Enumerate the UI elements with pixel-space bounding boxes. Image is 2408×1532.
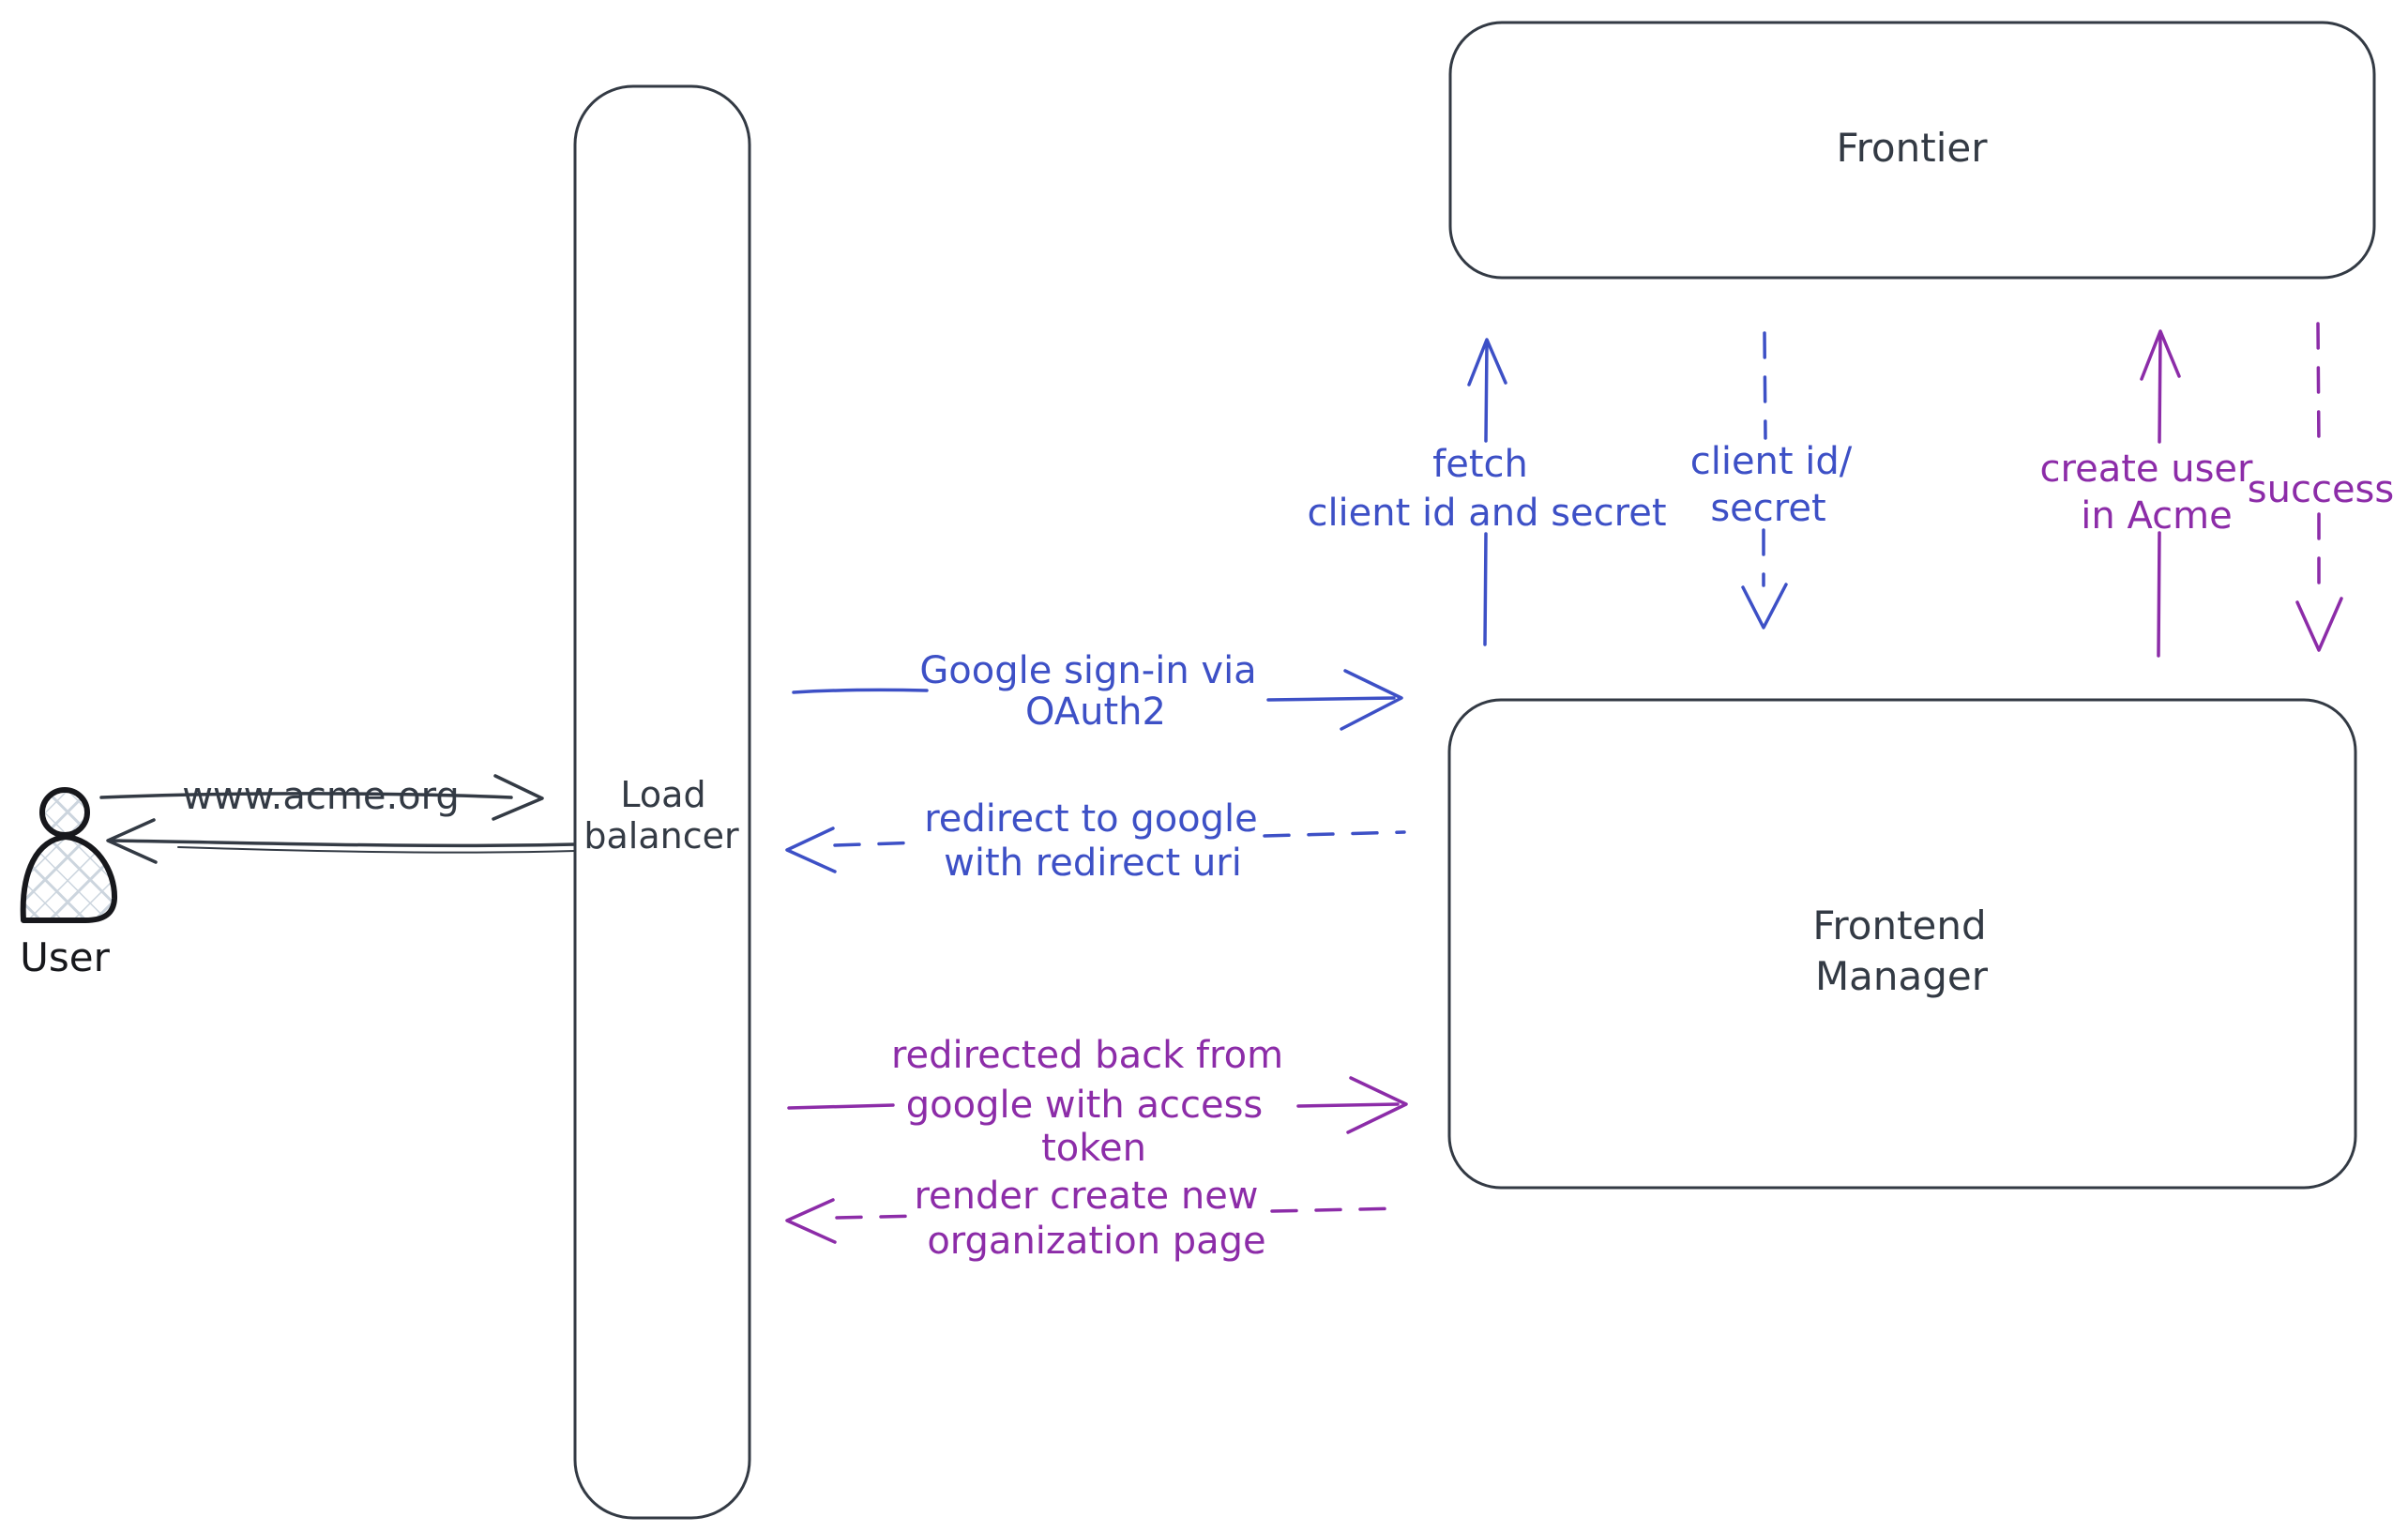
edge-render-org-page: render create new organization page xyxy=(785,1175,1405,1263)
edge-render-org-page-line2: organization page xyxy=(927,1220,1265,1263)
edge-www-acme-label: www.acme.org xyxy=(182,775,460,818)
arrowhead-right-icon xyxy=(492,774,544,821)
edge-google-signin-line2: OAuth2 xyxy=(1025,690,1166,734)
arrowhead-down-icon xyxy=(2295,597,2343,652)
edge-google-signin-line1: Google sign-in via xyxy=(919,649,1256,692)
edge-redirected-back: redirected back from google with access … xyxy=(787,1034,1408,1170)
edge-fetch-secret-line1: fetch xyxy=(1432,443,1528,486)
edge-fetch-secret: fetch client id and secret xyxy=(1307,338,1667,646)
user-body-icon xyxy=(20,834,118,923)
edge-redirected-back-line1: redirected back from xyxy=(891,1034,1283,1077)
edge-fetch-secret-line2: client id and secret xyxy=(1307,492,1666,535)
user-actor: User xyxy=(20,787,118,980)
arrowhead-up-icon xyxy=(1467,338,1507,387)
edge-lb-to-user xyxy=(106,818,577,864)
edge-google-signin: Google sign-in via OAuth2 xyxy=(792,649,1403,734)
edge-redirect-google: redirect to google with redirect uri xyxy=(785,797,1406,885)
frontend-manager-label-line2: Manager xyxy=(1815,953,1989,999)
edge-redirect-google-line1: redirect to google xyxy=(924,797,1258,841)
edge-success-label: success xyxy=(2248,468,2394,511)
edge-www-acme: www.acme.org xyxy=(99,774,544,821)
edge-create-user: create user in Acme xyxy=(2040,329,2253,658)
load-balancer-node: Load balancer xyxy=(573,84,751,1520)
arrowhead-right-icon xyxy=(1346,1076,1408,1134)
edge-render-org-page-line1: render create new xyxy=(914,1175,1258,1218)
frontier-label: Frontier xyxy=(1836,125,1988,171)
arrowhead-down-icon xyxy=(1741,583,1788,629)
load-balancer-label-line2: balancer xyxy=(583,815,739,857)
edge-create-user-line2: in Acme xyxy=(2081,494,2232,538)
user-head-icon xyxy=(39,787,90,838)
edge-client-id-secret-line1: client id/ xyxy=(1690,440,1853,483)
edge-redirect-google-line2: with redirect uri xyxy=(944,842,1242,885)
edge-create-user-line1: create user xyxy=(2040,447,2253,491)
arrowhead-left-icon xyxy=(106,818,158,864)
load-balancer-label-line1: Load xyxy=(620,774,705,815)
frontend-manager-label-line1: Frontend xyxy=(1812,903,1986,948)
arrowhead-left-icon xyxy=(785,827,837,873)
user-label: User xyxy=(20,934,110,980)
arrowhead-right-icon xyxy=(1340,669,1403,731)
edge-client-id-secret: client id/ secret xyxy=(1690,331,1853,629)
frontier-node: Frontier xyxy=(1448,21,2376,280)
edge-redirected-back-line2: google with access xyxy=(906,1084,1264,1127)
edge-success: success xyxy=(2248,322,2394,652)
arrowhead-left-icon xyxy=(785,1198,837,1244)
edge-redirected-back-line3: token xyxy=(1041,1127,1146,1170)
edge-client-id-secret-line2: secret xyxy=(1710,487,1825,530)
frontend-manager-node: Frontend Manager xyxy=(1447,698,2357,1190)
arrowhead-up-icon xyxy=(2140,329,2181,381)
